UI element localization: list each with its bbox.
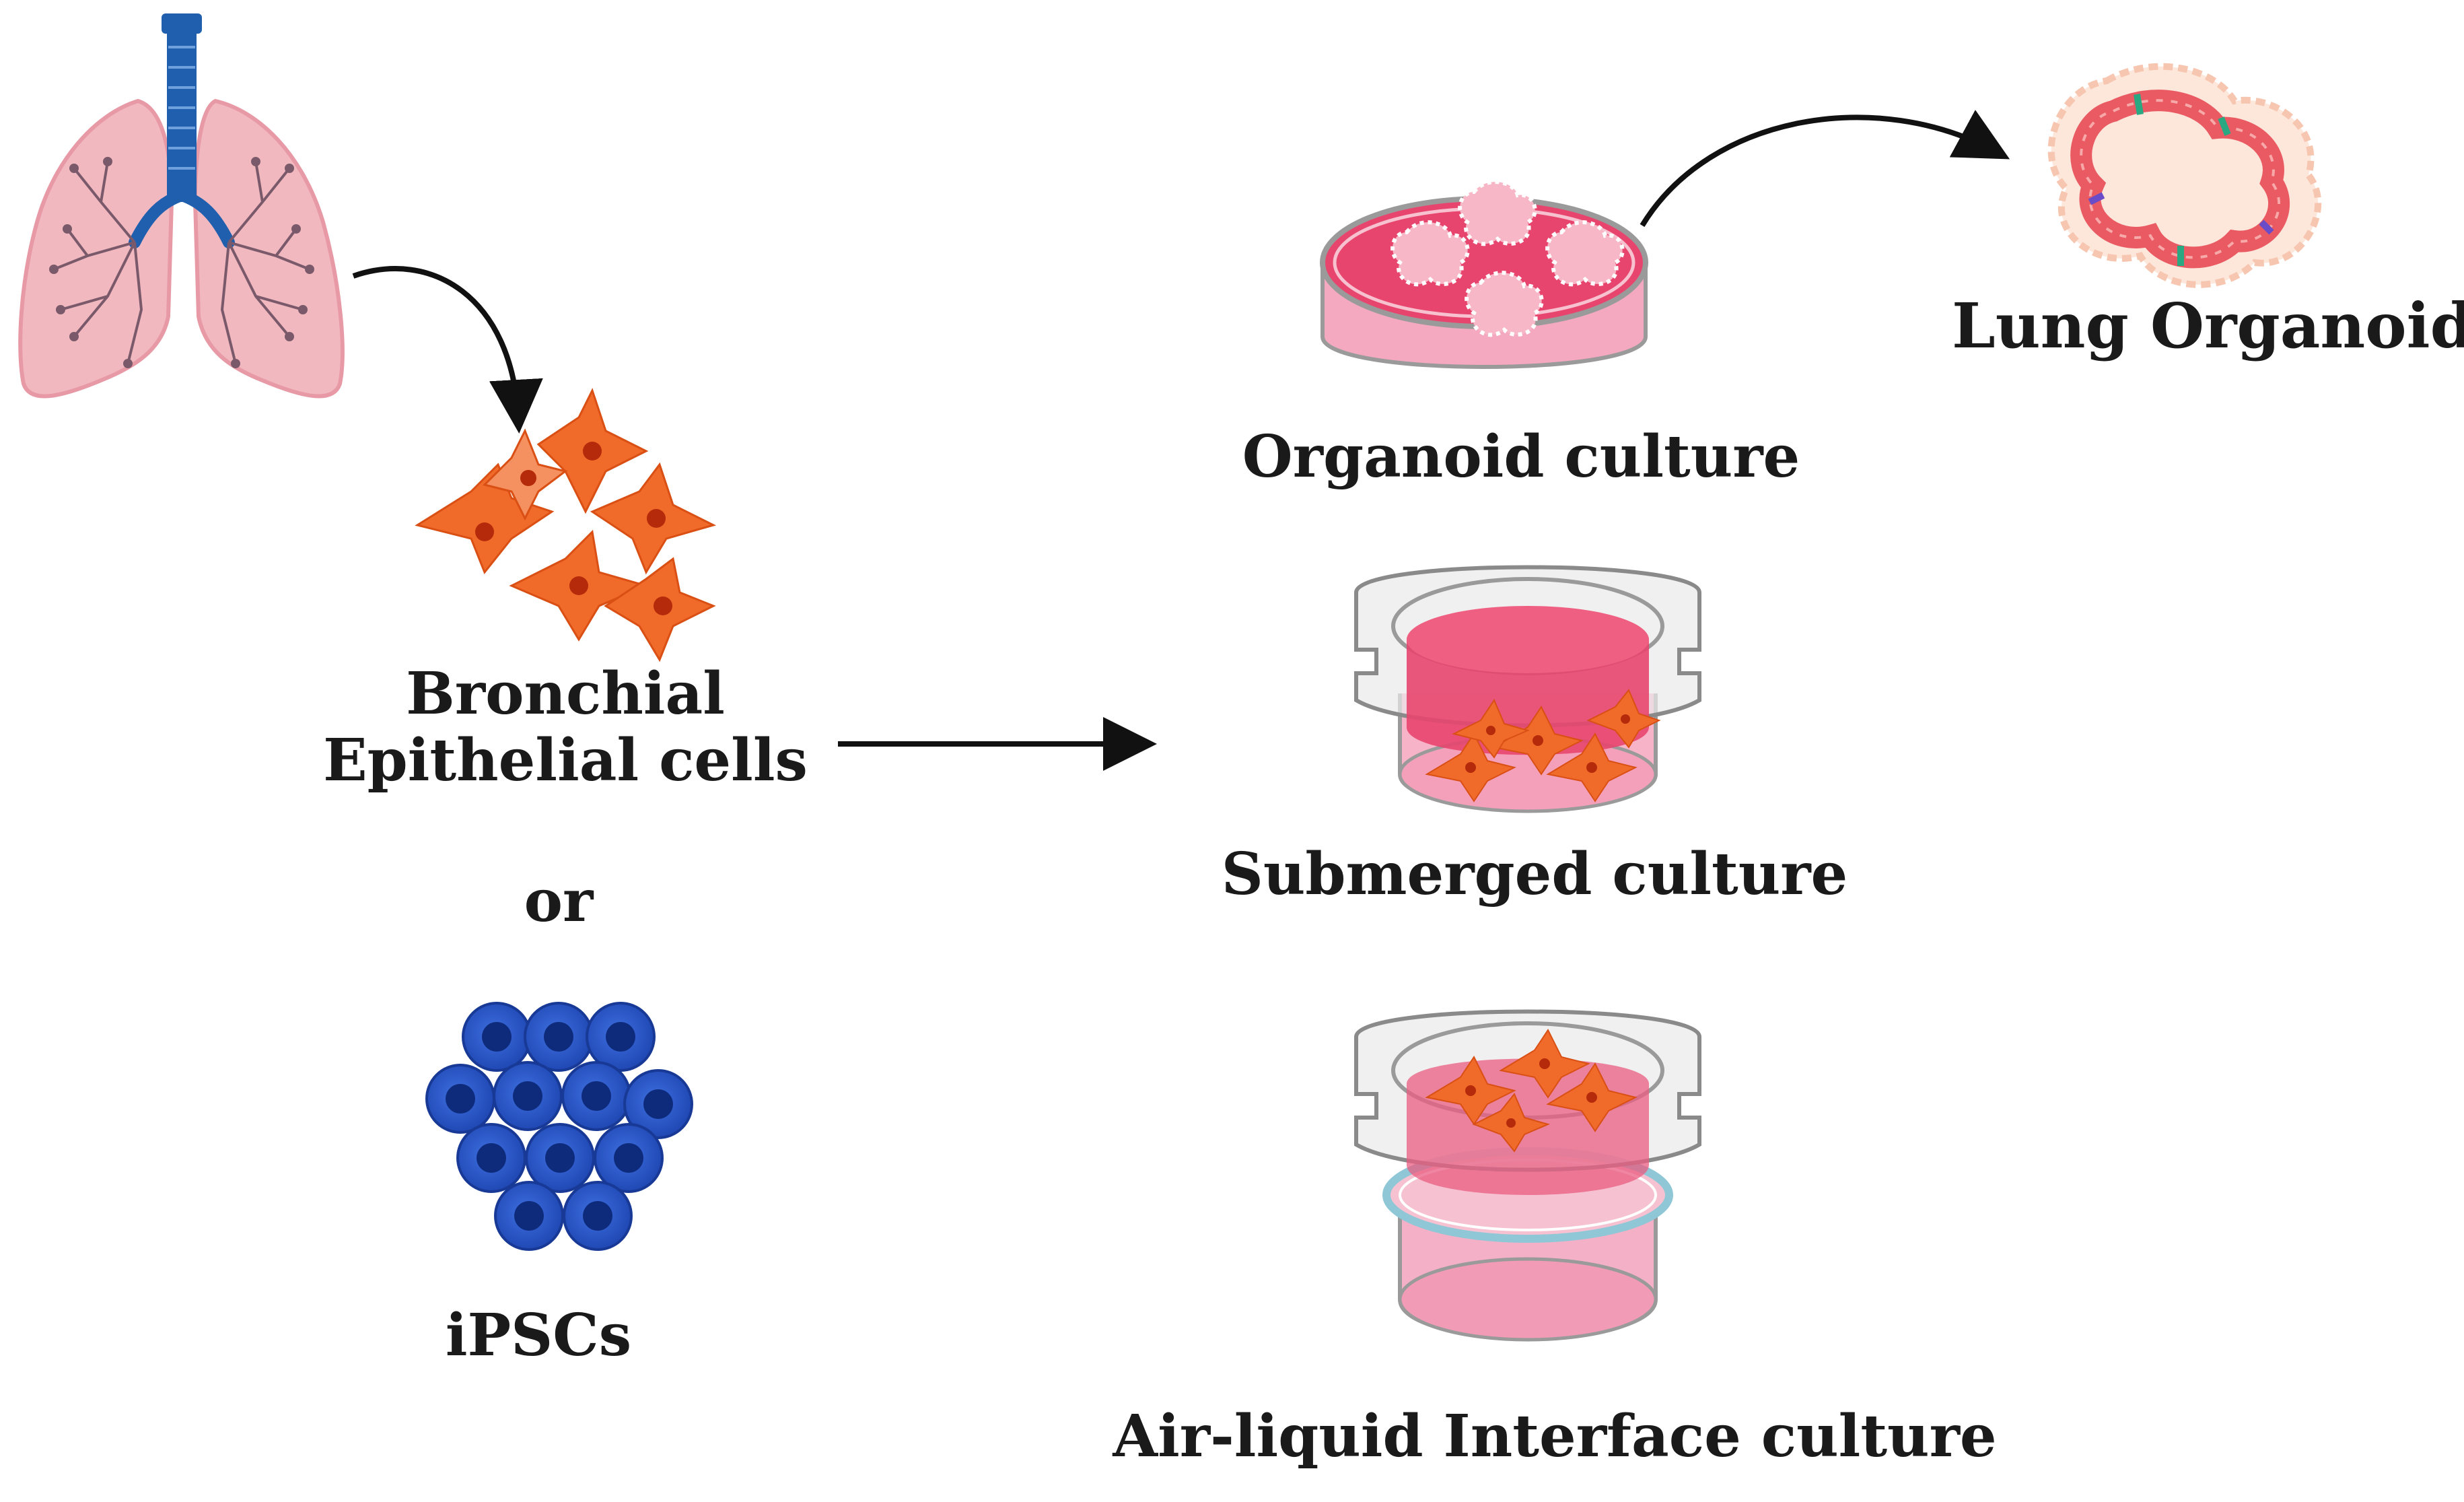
lungs-icon	[18, 13, 345, 399]
arrow-lungs-to-cells	[352, 266, 543, 434]
ali-culture-label: Air-liquid Interface culture	[1113, 1402, 1997, 1470]
organoid-culture-label: Organoid culture	[1242, 423, 1800, 491]
transwell-insert-icon	[1354, 565, 1701, 813]
lung-organoid-label: Lung Organoid	[1952, 289, 2464, 362]
bronchial-label-line1: Bronchial	[406, 660, 725, 728]
ipsc-cluster-icon	[425, 1002, 693, 1251]
ipscs-label: iPSCs	[445, 1301, 632, 1369]
petri-dish-icon	[1320, 180, 1648, 369]
or-label: or	[524, 867, 594, 935]
epithelial-cells-icon	[415, 388, 717, 662]
bronchial-label-line2: Epithelial cells	[323, 726, 808, 794]
arrow-dish-to-organoid	[1640, 110, 2010, 228]
bronchial-epithelial-label: Bronchial Epithelial cells	[283, 660, 848, 794]
ali-transwell-icon	[1354, 1009, 1701, 1342]
submerged-culture-label: Submerged culture	[1221, 840, 1848, 908]
organoid-icon	[2047, 63, 2322, 288]
